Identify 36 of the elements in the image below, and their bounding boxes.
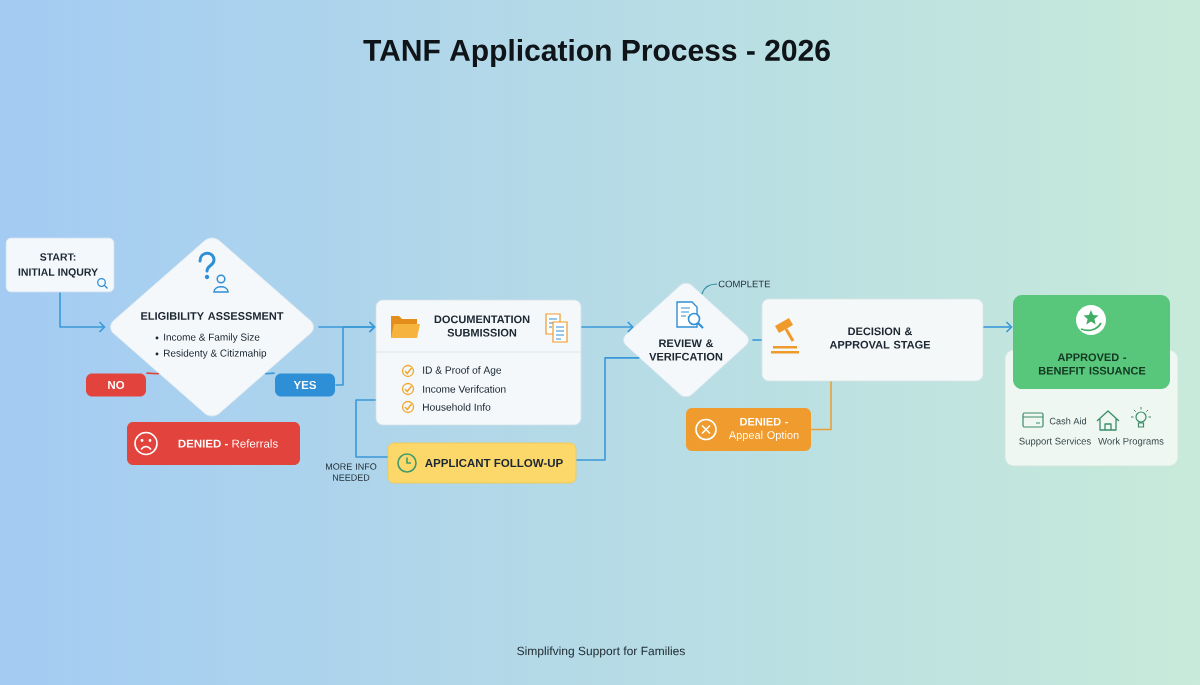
service-label: Cash Aid [1049,417,1087,425]
start-box [5,237,115,293]
connector-line [575,357,641,461]
connector-line [355,399,389,458]
connector-line [810,380,832,431]
arrow [580,321,634,333]
branch-tag: YES [275,373,335,397]
connector-line [264,372,276,375]
branch-tag: NO [86,373,146,397]
process-box: APPLICANT FOLLOW-UP [387,442,577,484]
box-label: INITIAL INQURY [18,268,98,278]
arrow [59,291,106,333]
list-item: ID & Proof of Age [423,366,502,376]
list-item: Residenty & Citizmahip [164,349,267,359]
list-item: Income Verifcation [423,385,506,393]
service-label: Work Programs [1098,437,1164,447]
alert-box: DENIED - Referrals [127,422,300,465]
box-label: START: [40,253,76,261]
list-item: Income & Family Size [164,333,260,343]
document-card [375,299,582,426]
service-label: Support Services [1019,437,1091,447]
alert-box: DENIED - Appeal Option [686,408,811,451]
list-item: Household Info [423,403,491,411]
arrow [334,321,376,386]
process-box: DECISION & APPROVAL STAGE [761,298,984,382]
connector-line [145,372,160,375]
arrow [982,321,1013,333]
decision-diamond [110,237,314,417]
approval-box: APPROVED - BENEFIT ISSUANCE [1013,295,1170,389]
title: TANF Application Process - 2026 [363,39,830,67]
caption: Simplifving Support for Families [517,646,685,658]
diamond-title: ELIGIBILITY ASSESSMENT [141,312,284,320]
connector-line [751,339,763,341]
edge-label: MORE INFO NEEDED [326,463,377,481]
card-title: DOCUMENTATION SUBMISSION [434,315,530,337]
leader-line [701,283,718,295]
